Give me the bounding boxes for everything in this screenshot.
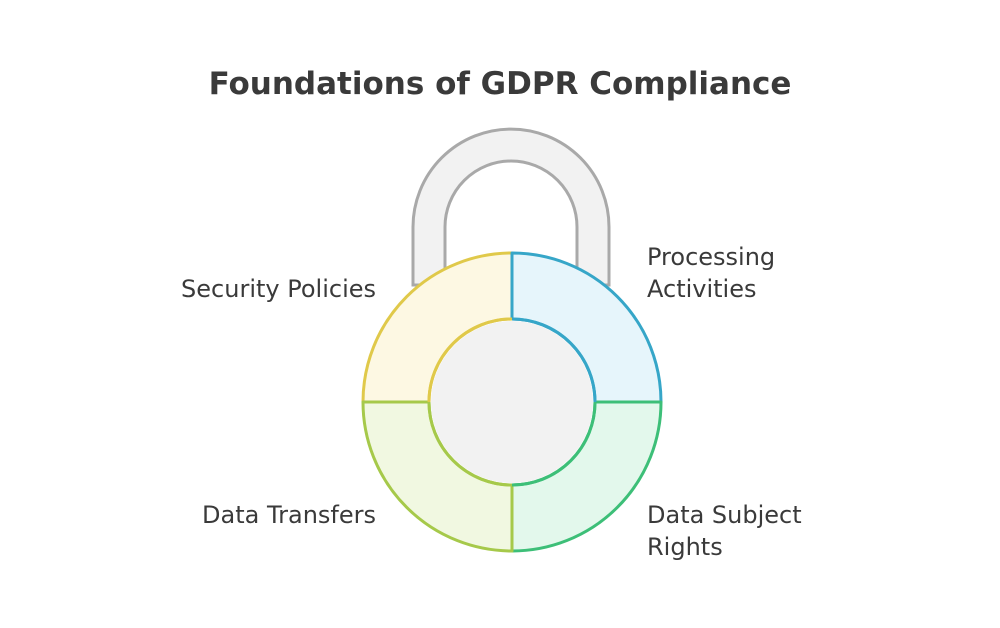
label-processing-activities: Processing Activities bbox=[647, 241, 775, 305]
padlock-center bbox=[431, 321, 593, 483]
label-line: Data Transfers bbox=[202, 501, 376, 529]
label-line: Activities bbox=[647, 275, 757, 303]
label-line: Security Policies bbox=[181, 275, 376, 303]
label-line: Rights bbox=[647, 533, 723, 561]
inner-ring-arc bbox=[427, 317, 513, 403]
label-data-transfers: Data Transfers bbox=[202, 499, 376, 531]
label-line: Processing bbox=[647, 243, 776, 271]
inner-ring-arc bbox=[511, 401, 597, 487]
inner-ring-arc bbox=[511, 317, 597, 403]
label-line: Data Subject bbox=[647, 501, 802, 529]
padlock-shackle bbox=[411, 127, 611, 287]
label-security-policies: Security Policies bbox=[181, 273, 376, 305]
inner-ring-arc bbox=[427, 401, 513, 487]
diagram-title: Foundations of GDPR Compliance bbox=[208, 66, 792, 102]
label-data-subject-rights: Data Subject Rights bbox=[647, 499, 802, 563]
